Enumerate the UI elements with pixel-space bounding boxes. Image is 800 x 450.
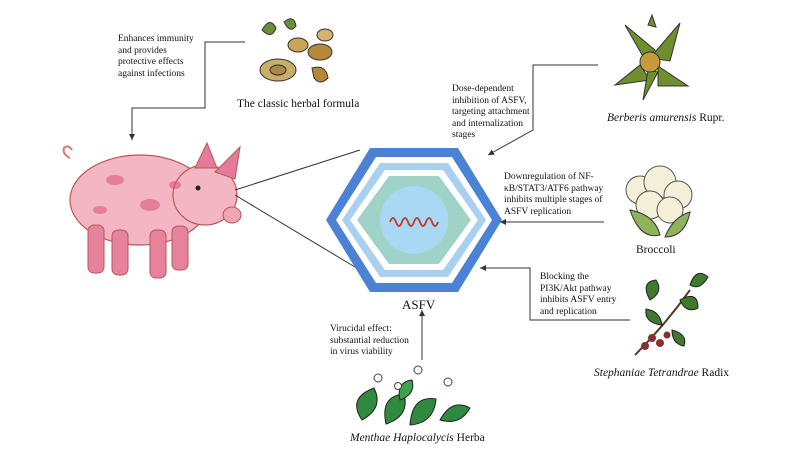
asfv-label: ASFV [402,297,436,312]
stephaniae-caption-rest: Radix [698,367,730,379]
berberis-illustration [613,13,690,101]
menthae-caption-italic: Menthae Haplocalycis [350,432,454,444]
stephaniae-caption-italic: Stephaniae Tetrandrae [594,367,699,379]
arrow-stephaniae-to-asfv [480,265,630,321]
pig-link-top [234,149,361,191]
broccoli-effect-text: Downregulation of NF- κB/STAT3/ATF6 path… [504,172,604,217]
berberis-caption: Berberis amurensis Rupr. [607,112,724,124]
broccoli-illustration [625,165,693,238]
arrow-berberis-to-asfv [487,64,598,156]
stephaniae-illustration [634,272,709,356]
menthae-illustration [356,365,471,426]
pig-illustration [62,141,242,279]
berberis-caption-rest: Rupr. [696,112,725,124]
broccoli-caption: Broccoli [636,244,676,256]
berberis-caption-italic: Berberis amurensis [607,112,697,124]
pig-link-bottom [234,194,361,271]
stephaniae-effect-text: Blocking the PI3K/Akt pathway inhibits A… [540,272,617,317]
herbal-caption: The classic herbal formula [237,98,360,110]
arrow-herbal-to-pig [129,41,245,140]
menthae-caption-rest: Herba [453,432,485,444]
herbal-effect-text: Enhances immunity and provides protectiv… [118,34,194,79]
berberis-effect-text: Dose-dependent inhibition of ASFV, targe… [452,84,530,140]
menthae-effect-text: Virucidal effect: substantial reduction … [330,324,409,357]
asfv-virus-illustration [326,148,502,292]
stephaniae-caption: Stephaniae Tetrandrae Radix [594,367,729,379]
menthae-caption: Menthae Haplocalycis Herba [350,432,485,444]
herbal-formula-illustration [259,18,334,83]
